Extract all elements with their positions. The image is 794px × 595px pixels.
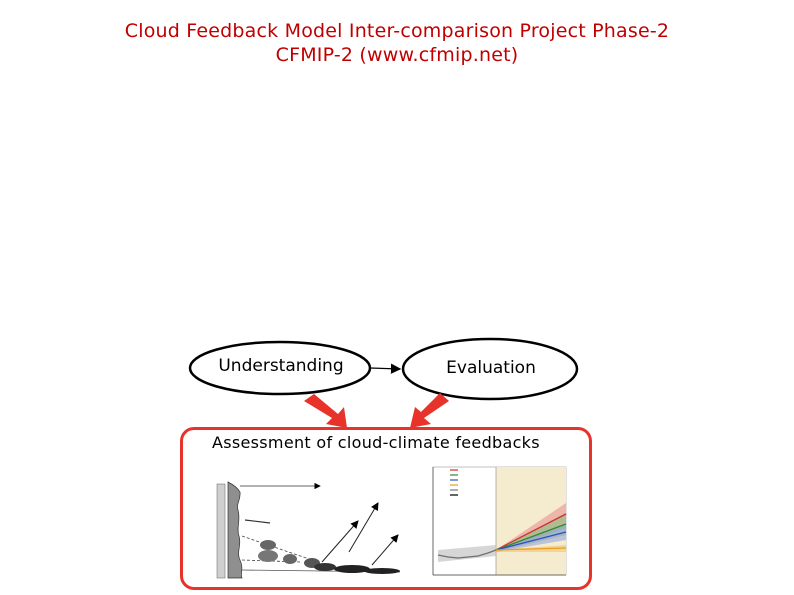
title-line-1: Cloud Feedback Model Inter-comparison Pr… — [124, 20, 670, 42]
assessment-label: Assessment of cloud-climate feedbacks — [212, 433, 540, 452]
connector-arrow — [369, 363, 402, 374]
understanding-to-assessment-arrow — [304, 394, 347, 428]
evaluation-node — [401, 337, 579, 401]
warming-projection-figure — [408, 464, 573, 582]
understanding-label: Understanding — [218, 356, 344, 376]
evaluation-label: Evaluation — [446, 358, 536, 378]
evaluation-to-assessment-arrow — [410, 393, 449, 428]
cloud-profile-figure — [210, 476, 405, 580]
title-line-2: CFMIP-2 (www.cfmip.net) — [275, 44, 519, 66]
assessment-box — [180, 427, 592, 590]
